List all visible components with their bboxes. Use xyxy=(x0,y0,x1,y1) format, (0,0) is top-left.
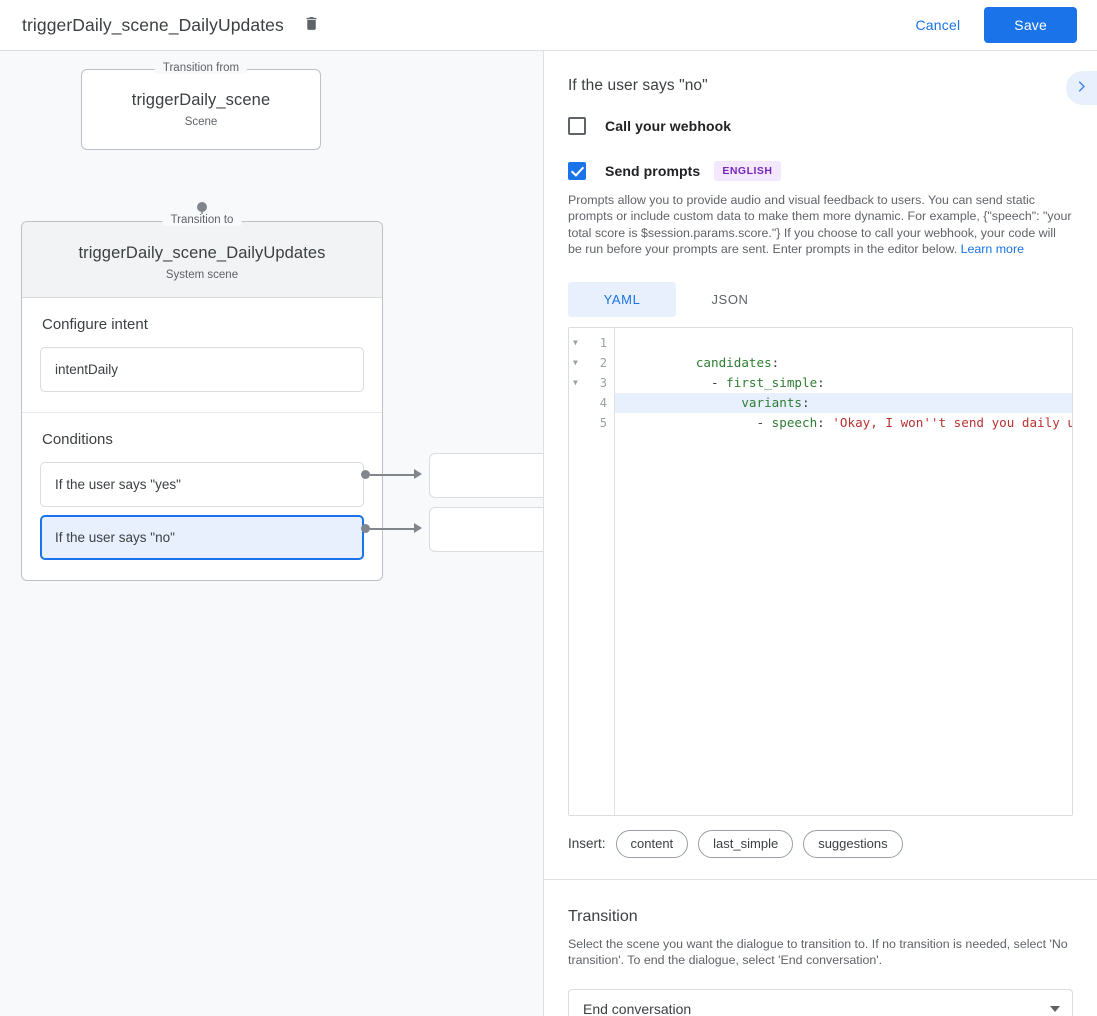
editor-format-tabs: YAML JSON xyxy=(568,281,1073,317)
transition-to-header[interactable]: triggerDaily_scene_DailyUpdates System s… xyxy=(22,222,382,298)
configure-intent-section: Configure intent intentDaily xyxy=(22,298,382,412)
code-value: 'Okay, I won''t send you daily updates xyxy=(832,414,1072,430)
chevron-right-icon xyxy=(1074,79,1089,97)
code-line-active: - speech: 'Okay, I won''t send you daily… xyxy=(615,392,1072,430)
target-node-no[interactable] xyxy=(429,507,543,552)
send-prompts-checkbox[interactable] xyxy=(568,162,586,180)
code-dash: - xyxy=(711,374,727,390)
transition-target-select[interactable]: End conversation xyxy=(568,988,1073,1016)
line-number: 2 xyxy=(599,355,607,370)
editor-code-area[interactable]: candidates: - first_simple: variants: - … xyxy=(615,328,1072,815)
send-prompts-checkbox-row[interactable]: Send prompts ENGLISH xyxy=(568,161,1073,181)
line-number: 3 xyxy=(599,375,607,390)
condition-item-yes[interactable]: If the user says "yes" xyxy=(40,462,364,507)
insert-chip-content[interactable]: content xyxy=(615,829,689,858)
panel-divider xyxy=(544,878,1097,880)
send-prompts-help-body: Prompts allow you to provide audio and v… xyxy=(568,193,1072,257)
edge-arrow-yes xyxy=(414,469,422,479)
save-button[interactable]: Save xyxy=(984,7,1077,43)
send-prompts-help-text: Prompts allow you to provide audio and v… xyxy=(568,192,1073,258)
transition-from-legend: Transition from xyxy=(154,62,248,74)
conditions-section: Conditions If the user says "yes" If the… xyxy=(22,412,382,580)
insert-chips-row: Insert: content last_simple suggestions xyxy=(568,829,1073,858)
transition-to-subtitle: System scene xyxy=(165,269,239,281)
code-line: candidates: xyxy=(615,333,1072,370)
insert-chip-last-simple[interactable]: last_simple xyxy=(698,829,794,858)
chevron-down-icon xyxy=(1050,1005,1060,1012)
transition-from-name: triggerDaily_scene xyxy=(131,91,271,109)
gutter-row[interactable]: ▼ 1 xyxy=(569,333,614,353)
detail-panel-title: If the user says "no" xyxy=(568,77,708,94)
fold-toggle-icon[interactable]: ▼ xyxy=(573,337,578,347)
intent-value-box[interactable]: intentDaily xyxy=(40,347,364,392)
delete-button[interactable] xyxy=(298,11,326,39)
code-dash: - xyxy=(756,414,772,430)
tab-json[interactable]: JSON xyxy=(676,282,784,317)
target-node-yes[interactable] xyxy=(429,453,543,498)
code-colon: : xyxy=(817,374,825,390)
top-app-bar: triggerDaily_scene_DailyUpdates Cancel S… xyxy=(0,0,1097,51)
code-key: first_simple xyxy=(726,374,818,390)
code-key: speech xyxy=(771,414,818,430)
edge-line-yes xyxy=(370,474,415,476)
code-indent xyxy=(696,395,742,410)
condition-item-no[interactable]: If the user says "no" xyxy=(40,515,364,560)
learn-more-link[interactable]: Learn more xyxy=(960,242,1024,257)
insert-label: Insert: xyxy=(568,836,606,852)
prompt-code-editor[interactable]: ▼ 1 ▼ 2 ▼ 3 4 5 xyxy=(568,326,1073,816)
transition-to-name: triggerDaily_scene_DailyUpdates xyxy=(78,244,326,262)
webhook-label: Call your webhook xyxy=(605,118,732,134)
configure-intent-title: Configure intent xyxy=(42,316,148,333)
detail-panel-body: Call your webhook Send prompts ENGLISH P… xyxy=(544,117,1097,858)
transition-target-value: End conversation xyxy=(583,1000,692,1016)
editor-gutter: ▼ 1 ▼ 2 ▼ 3 4 5 xyxy=(569,327,615,815)
page-title: triggerDaily_scene_DailyUpdates xyxy=(22,14,284,35)
fold-toggle-icon[interactable]: ▼ xyxy=(573,357,578,367)
edge-line-no xyxy=(370,528,415,530)
code-key: candidates xyxy=(695,354,772,370)
edge-dot-yes xyxy=(361,470,370,479)
detail-panel: If the user says "no" Call your webhook … xyxy=(543,51,1097,1016)
code-colon: : xyxy=(817,414,833,430)
edge-arrow-no xyxy=(414,523,422,533)
transition-from-node[interactable]: Transition from triggerDaily_scene Scene xyxy=(81,62,321,150)
transition-to-legend: Transition to xyxy=(162,214,242,226)
webhook-checkbox[interactable] xyxy=(568,117,586,135)
code-colon: : xyxy=(802,394,810,410)
conditions-title: Conditions xyxy=(42,431,113,448)
code-colon: : xyxy=(771,354,780,370)
insert-chip-suggestions[interactable]: suggestions xyxy=(803,829,903,858)
transition-to-node: Transition to triggerDaily_scene_DailyUp… xyxy=(21,214,383,581)
expand-panel-button[interactable] xyxy=(1066,71,1097,105)
send-prompts-label: Send prompts xyxy=(605,163,701,179)
transition-from-subtitle: Scene xyxy=(184,116,218,128)
scene-graph-pane: Transition from triggerDaily_scene Scene… xyxy=(0,51,543,1016)
transition-title: Transition xyxy=(568,907,638,925)
code-line: - first_simple: xyxy=(615,353,1072,390)
code-indent xyxy=(696,375,711,390)
trash-icon xyxy=(303,14,320,36)
gutter-row[interactable]: 5 xyxy=(569,413,614,433)
transition-section: Transition Select the scene you want the… xyxy=(544,880,1097,1016)
code-indent xyxy=(696,415,757,430)
cancel-button[interactable]: Cancel xyxy=(902,8,975,42)
code-line: variants: xyxy=(615,373,1072,410)
gutter-row[interactable]: 4 xyxy=(569,393,614,413)
line-number: 4 xyxy=(599,395,607,410)
tab-yaml[interactable]: YAML xyxy=(568,281,676,317)
webhook-checkbox-row[interactable]: Call your webhook xyxy=(568,117,1073,135)
fold-toggle-icon[interactable]: ▼ xyxy=(573,377,578,387)
line-number: 1 xyxy=(599,335,607,350)
transition-description: Select the scene you want the dialogue t… xyxy=(568,936,1068,968)
language-badge: ENGLISH xyxy=(714,161,781,181)
top-bar-actions: Cancel Save xyxy=(902,7,1097,43)
line-number: 5 xyxy=(599,415,607,430)
edge-dot-no xyxy=(361,524,370,533)
gutter-row[interactable]: ▼ 2 xyxy=(569,353,614,373)
code-key: variants xyxy=(741,394,802,410)
detail-panel-header: If the user says "no" xyxy=(544,51,1097,105)
gutter-row[interactable]: ▼ 3 xyxy=(569,373,614,393)
transition-to-body: Configure intent intentDaily Conditions … xyxy=(22,298,382,580)
